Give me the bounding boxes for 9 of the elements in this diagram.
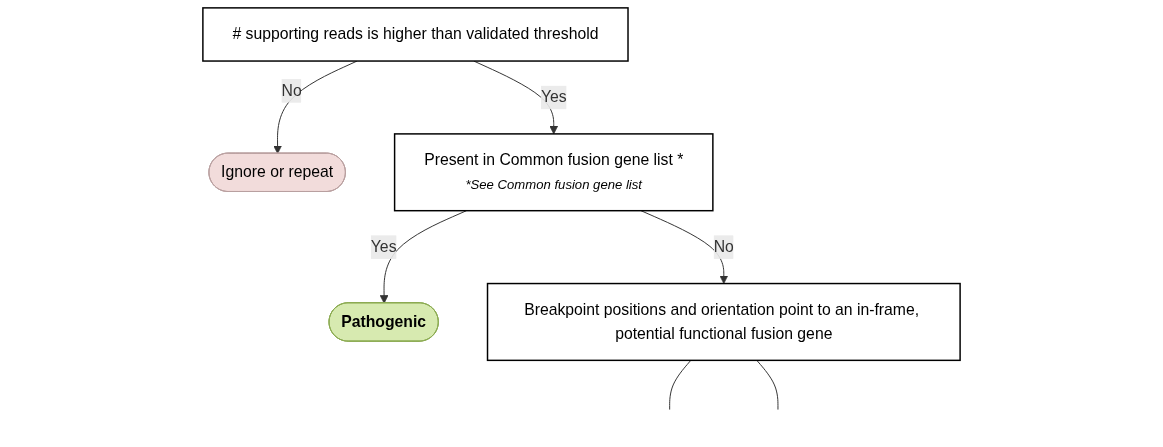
edge-label: No <box>713 238 734 255</box>
connector <box>669 359 692 411</box>
edge-label: Yes <box>540 88 567 106</box>
node-box: Breakpoint positions and orientation point to an in-frame, potential functional fusion gene <box>486 282 961 362</box>
edge-label: Yes <box>370 238 397 255</box>
node-box: # supporting reads is higher than validated threshold <box>202 7 629 62</box>
connector <box>756 359 779 411</box>
node-box: Present in Common fusion gene list * *See Common fusion gene list <box>393 133 714 212</box>
edge-label: No <box>281 82 302 99</box>
